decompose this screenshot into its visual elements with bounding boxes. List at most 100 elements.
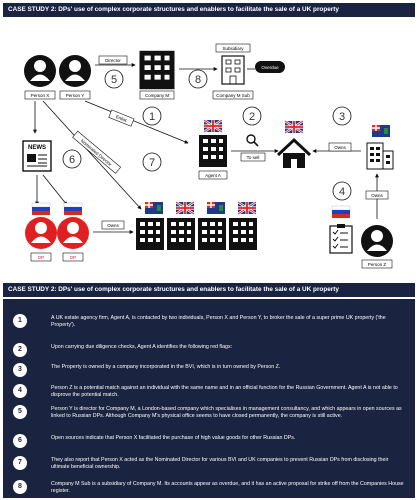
company-building-icon [167, 218, 195, 250]
step-6-marker [62, 149, 82, 169]
director-label-box [98, 55, 128, 65]
bottom-title: CASE STUDY 2: DPs' use of complex corpor… [3, 283, 415, 297]
enlist-label: Enlist [115, 114, 128, 123]
step-5-number: 5 [111, 74, 117, 86]
news-label: NEWS [28, 145, 46, 151]
person-y-icon [59, 55, 91, 87]
uk-flag-icon [283, 119, 305, 135]
news-to-dp2-arrow [42, 174, 68, 206]
person-x-label: Person X [31, 93, 50, 98]
agent-a-label: Agent A [205, 173, 221, 178]
detail-number-badge: 6 [13, 434, 27, 448]
subsidiary-label-box [215, 43, 251, 53]
case-study-diagram: Person X Person Y Director 5 Company M 8… [22, 43, 394, 269]
overdue-badge [255, 61, 285, 73]
nominated-director-label: Nominated Director [80, 138, 113, 167]
company-m-label-box [139, 90, 175, 100]
dp-person-icon [57, 217, 89, 249]
step-8-number: 8 [195, 74, 201, 86]
details-panel: 1 A UK estate agency firm, Agent A, is co… [3, 299, 415, 498]
company-building-icon [229, 218, 257, 250]
step-6-number: 6 [69, 154, 75, 166]
ru-flag-icon [63, 202, 83, 216]
step-2-number: 2 [249, 111, 255, 123]
magnifier-icon [246, 134, 259, 147]
step-4-number: 4 [339, 186, 345, 198]
company-building-icon [198, 218, 226, 250]
person-z-label-box [361, 259, 393, 269]
detail-number-badge: 7 [13, 456, 27, 470]
detail-number-badge: 8 [13, 480, 27, 494]
detail-text: They also report that Person X acted as … [51, 457, 389, 471]
owns-label: Owns [371, 193, 383, 198]
newspaper-icon [22, 140, 52, 172]
house-icon [276, 137, 312, 168]
company-m-sub-label-box [212, 90, 254, 100]
company-m-building-icon [139, 50, 175, 90]
person-x-icon [24, 55, 56, 87]
detail-number-badge: 5 [13, 405, 27, 419]
detail-number-badge: 3 [13, 363, 27, 377]
subsidiary-label: Subsidiary [222, 46, 244, 51]
step-5-marker [104, 69, 124, 89]
director-label: Director [105, 58, 121, 63]
dp-label: DP [70, 255, 76, 260]
dp-label: DP [38, 255, 44, 260]
enlist-arrow [84, 100, 189, 144]
overdue-label: Overdue [261, 65, 279, 70]
dp-label-box [62, 252, 84, 262]
detail-text: Upon carrying due diligence checks, Agen… [51, 344, 233, 350]
bvi-flag-icon [371, 124, 391, 138]
detail-text: Open sources indicate that Person X faci… [51, 435, 296, 441]
step-4-marker [332, 181, 352, 201]
step-7-number: 7 [149, 157, 155, 169]
step-1-marker [142, 106, 162, 126]
to-sell-label: To sell [247, 155, 260, 160]
to-sell-label-box [240, 152, 266, 162]
owns-label: Owns [107, 223, 119, 228]
owns-label-box [101, 220, 125, 230]
company-m-label: Company M [145, 93, 170, 98]
person-x-label-box [24, 90, 56, 100]
enlist-label-box [108, 109, 135, 127]
checklist-icon [329, 224, 353, 254]
top-title: CASE STUDY 2: DPs' use of complex corpor… [3, 3, 415, 17]
person-y-label-box [59, 90, 91, 100]
owns-label-box [365, 190, 389, 200]
owns-label: Owns [334, 145, 346, 150]
agent-a-building-icon [199, 135, 227, 167]
owns-label-box [328, 142, 352, 152]
step-3-marker [332, 106, 352, 126]
company-building-icon [136, 218, 164, 250]
bvi-flag-icon [206, 201, 226, 215]
detail-number-badge: 4 [13, 384, 27, 398]
step-3-number: 3 [339, 111, 345, 123]
detail-text: A UK estate agency firm, Agent A, is con… [51, 315, 386, 329]
dp-person-icon [25, 217, 57, 249]
person-y-label: Person Y [66, 93, 84, 98]
agent-a-label-box [198, 170, 228, 180]
company-m-sub-label: Company M Sub [216, 93, 250, 98]
ru-flag-icon [331, 205, 351, 219]
step-1-number: 1 [149, 111, 155, 123]
nominated-director-label-box [72, 130, 122, 174]
step-7-marker [142, 152, 162, 172]
bvi-flag-icon [144, 201, 164, 215]
company-m-sub-building-icon [221, 55, 245, 85]
detail-number-badge: 2 [13, 343, 27, 357]
detail-text: Company M Sub is a subsidiary of Company… [51, 481, 404, 495]
uk-flag-icon [236, 200, 258, 216]
person-z-label: Person Z [368, 262, 387, 267]
uk-flag-icon [174, 200, 196, 216]
person-z-icon [361, 225, 393, 257]
detail-text: Person Y is director for Company M, a Lo… [51, 406, 402, 420]
ru-flag-icon [31, 202, 51, 216]
detail-text: The Property is owned by a company incor… [51, 364, 281, 370]
bvi-company-building-icon [366, 142, 394, 170]
detail-text: Person Z is a potential match against an… [51, 385, 398, 399]
detail-number-badge: 1 [13, 314, 27, 328]
step-2-marker [242, 106, 262, 126]
nominated-director-arrow [42, 100, 142, 210]
step-8-marker [188, 69, 208, 89]
dp-label-box [30, 252, 52, 262]
